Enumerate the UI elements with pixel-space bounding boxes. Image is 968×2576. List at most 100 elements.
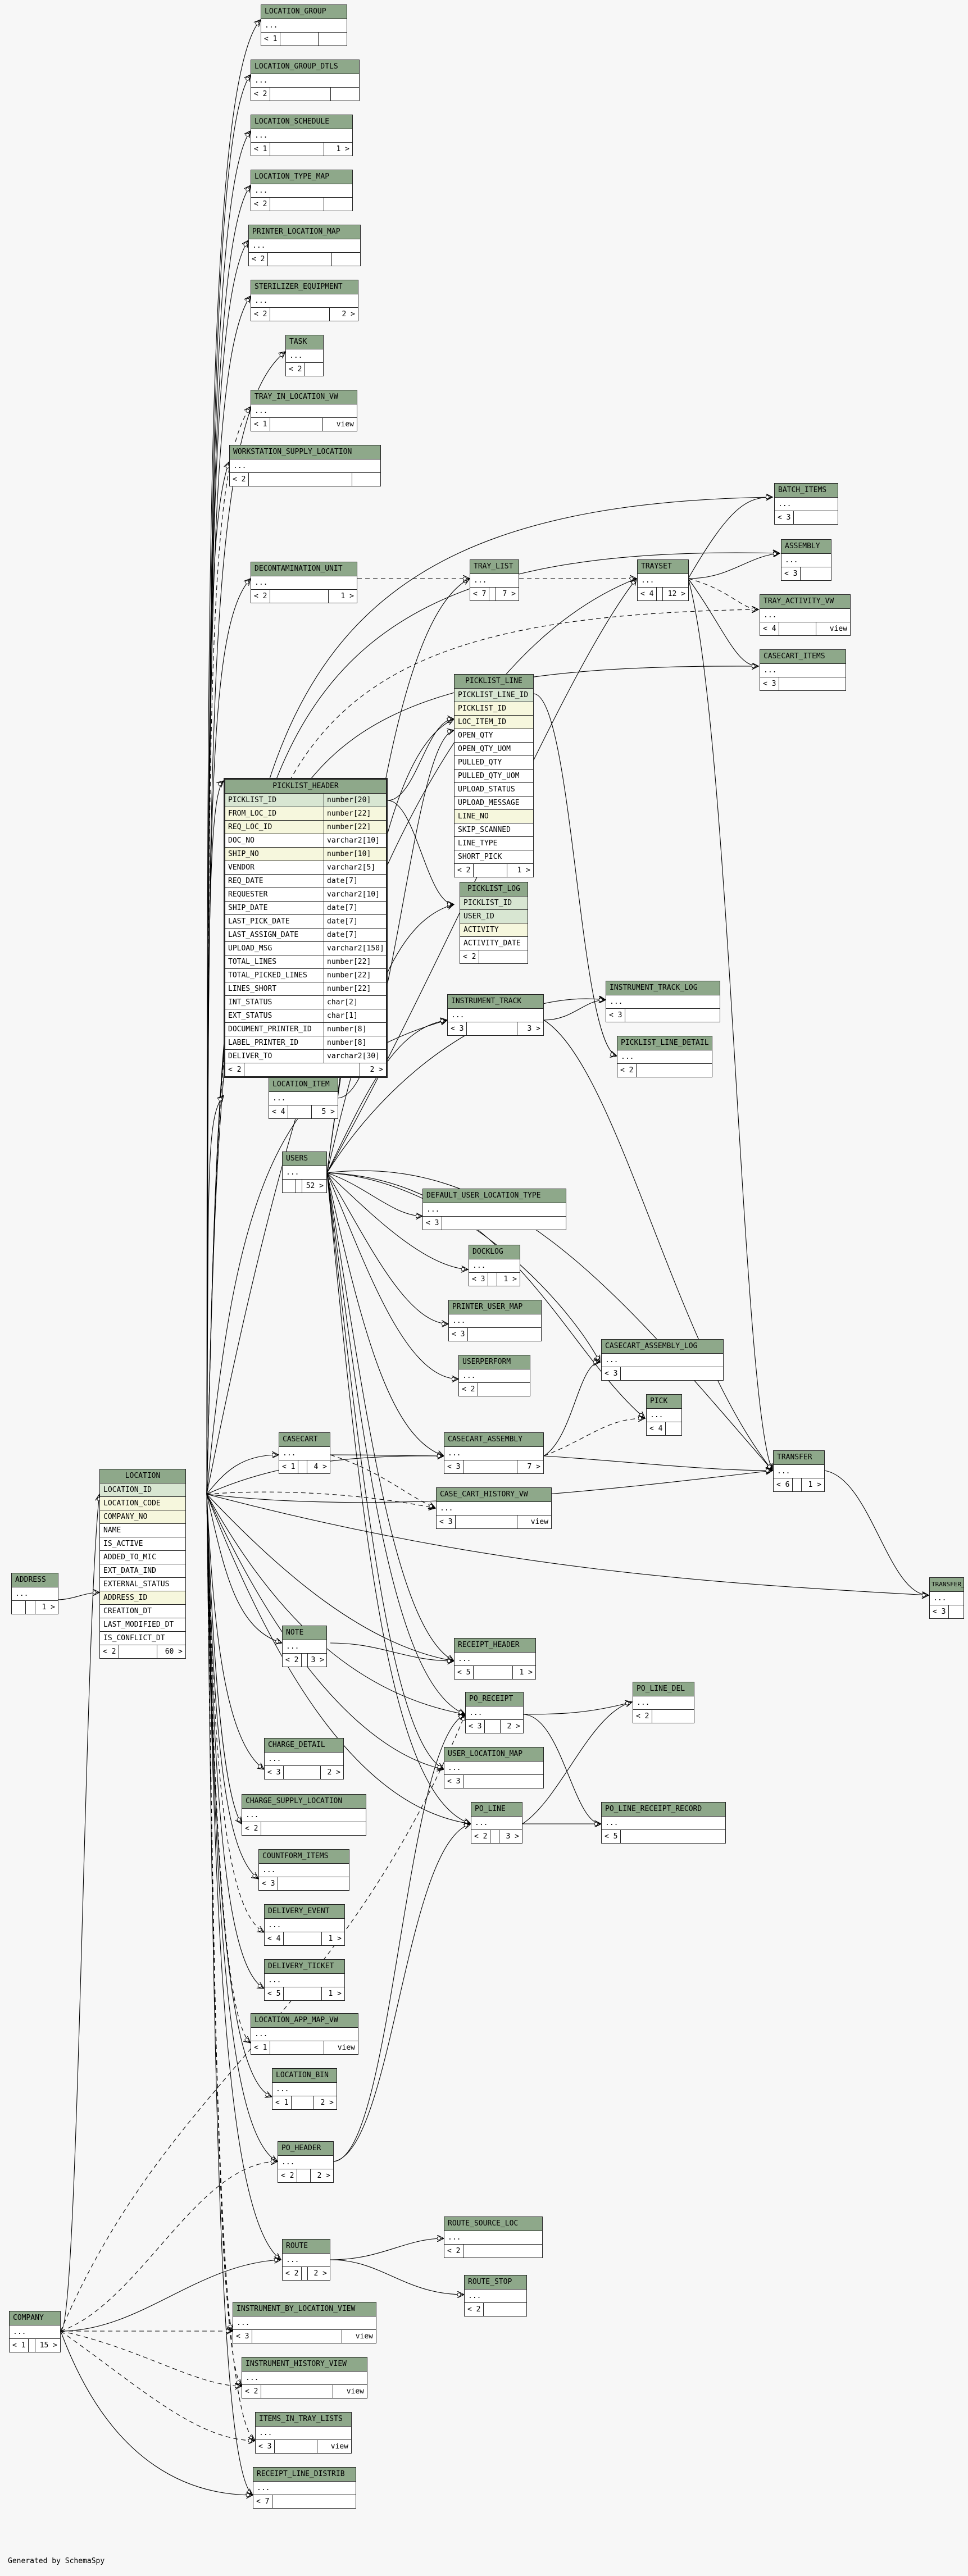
table-header: PICKLIST_LINE_DETAIL bbox=[617, 1036, 712, 1050]
table-instrument-track-log[interactable]: INSTRUMENT_TRACK_LOG ... < 3 bbox=[606, 981, 720, 1022]
table-header: TRANSFER bbox=[774, 1451, 824, 1465]
column-name: NAME bbox=[103, 1526, 121, 1535]
parent-count: 2 > bbox=[327, 1768, 340, 1777]
table-userperform[interactable]: USERPERFORM ... < 2 bbox=[458, 1355, 530, 1396]
table-location-group[interactable]: LOCATION_GROUP ... < 1 bbox=[261, 4, 347, 46]
table-printer-location-map[interactable]: PRINTER_LOCATION_MAP ... < 2 bbox=[248, 225, 361, 266]
table-location-group-dtls[interactable]: LOCATION_GROUP_DTLS ... < 2 bbox=[251, 60, 360, 101]
column-name: PICKLIST_ID bbox=[458, 704, 507, 713]
table-user-location-map[interactable]: USER_LOCATION_MAP ... < 3 bbox=[444, 1747, 544, 1788]
table-casecart-assembly-log[interactable]: CASECART_ASSEMBLY_LOG ... < 3 bbox=[601, 1339, 724, 1381]
parent-count: 2 > bbox=[317, 2172, 330, 2180]
parent-count: 12 > bbox=[667, 590, 685, 598]
table-users[interactable]: USERS ... 52 > bbox=[282, 1152, 327, 1193]
table-task[interactable]: TASK ... < 2 bbox=[285, 335, 324, 376]
table-route-stop[interactable]: ROUTE_STOP ... < 2 bbox=[464, 2275, 527, 2316]
table-batch-items[interactable]: BATCH_ITEMS ... < 3 bbox=[774, 483, 838, 525]
child-count: < 3 bbox=[760, 677, 780, 690]
table-printer-user-map[interactable]: PRINTER_USER_MAP ... < 3 bbox=[448, 1300, 542, 1341]
table-assembly[interactable]: ASSEMBLY ... < 3 bbox=[781, 539, 831, 581]
child-count: < 3 bbox=[444, 1775, 464, 1788]
collapsed-columns: ... bbox=[255, 186, 268, 195]
edge-users-user-location-map bbox=[326, 1172, 444, 1769]
collapsed-columns: ... bbox=[255, 131, 268, 140]
table-address[interactable]: ADDRESS ... 1 > bbox=[11, 1573, 58, 1614]
table-transfer-log[interactable]: TRANSFER_LOG ... < 3 bbox=[929, 1577, 964, 1619]
parent-count: 52 > bbox=[306, 1182, 324, 1190]
child-count: < 3 bbox=[466, 1720, 485, 1733]
table-po-line-del[interactable]: PO_LINE_DEL ... < 2 bbox=[633, 1682, 694, 1723]
table-charge-supply-location[interactable]: CHARGE_SUPPLY_LOCATION ... < 2 bbox=[242, 1794, 366, 1836]
table-picklist-line-detail[interactable]: PICKLIST_LINE_DETAIL ... < 2 bbox=[617, 1036, 712, 1077]
parent-count bbox=[331, 88, 359, 101]
edge-users-instrument-track-log bbox=[326, 999, 606, 1173]
column-name: SKIP_SCANNED bbox=[458, 826, 511, 834]
column-name: TOTAL_LINES bbox=[225, 955, 324, 968]
table-countform-items[interactable]: COUNTFORM_ITEMS ... < 3 bbox=[258, 1849, 349, 1891]
table-receipt-line-distrib[interactable]: RECEIPT_LINE_DISTRIB ... < 7 bbox=[253, 2467, 356, 2509]
child-count: < 2 bbox=[460, 950, 480, 963]
column-row: USER_ID bbox=[460, 910, 528, 923]
child-count: < 7 bbox=[253, 2495, 273, 2508]
edge-route-route-stop bbox=[330, 2259, 464, 2295]
column-type: number[8] bbox=[327, 1025, 367, 1034]
table-default-user-location-type[interactable]: DEFAULT_USER_LOCATION_TYPE ... < 3 bbox=[422, 1189, 566, 1230]
column-type: date[7] bbox=[327, 917, 358, 926]
child-count: < 2 bbox=[251, 88, 271, 101]
child-count: < 1 bbox=[251, 2041, 271, 2054]
collapsed-columns: ... bbox=[458, 1655, 471, 1663]
collapsed-columns: ... bbox=[286, 2256, 299, 2264]
column-name: DOC_NO bbox=[225, 834, 324, 847]
table-workstation-supply-location[interactable]: WORKSTATION_SUPPLY_LOCATION ... < 2 bbox=[229, 445, 381, 486]
table-pick[interactable]: PICK ... < 4 bbox=[646, 1394, 682, 1436]
table-location-type-map[interactable]: LOCATION_TYPE_MAP ... < 2 bbox=[251, 170, 353, 211]
table-header: LOCATION_BIN bbox=[272, 2069, 337, 2083]
table-po-line-receipt-record[interactable]: PO_LINE_RECEIPT_RECORD ... < 5 bbox=[601, 1802, 726, 1844]
column-name: UPLOAD_STATUS bbox=[458, 785, 515, 794]
table-casecart-items[interactable]: CASECART_ITEMS ... < 3 bbox=[760, 649, 846, 691]
edge-po-receipt-po-line-receipt-record bbox=[522, 1714, 601, 1824]
edge-location-charge-detail bbox=[206, 1494, 264, 1769]
column-type: date[7] bbox=[327, 904, 358, 912]
table-header: ASSEMBLY bbox=[781, 540, 831, 554]
child-count: < 2 bbox=[242, 1822, 262, 1835]
edge-location-user-location-map bbox=[206, 1494, 444, 1769]
table-route-source-loc[interactable]: ROUTE_SOURCE_LOC ... < 2 bbox=[444, 2217, 543, 2258]
edge-route-route-source-loc bbox=[330, 2238, 444, 2260]
table-header: DELIVERY_TICKET bbox=[265, 1960, 344, 1974]
